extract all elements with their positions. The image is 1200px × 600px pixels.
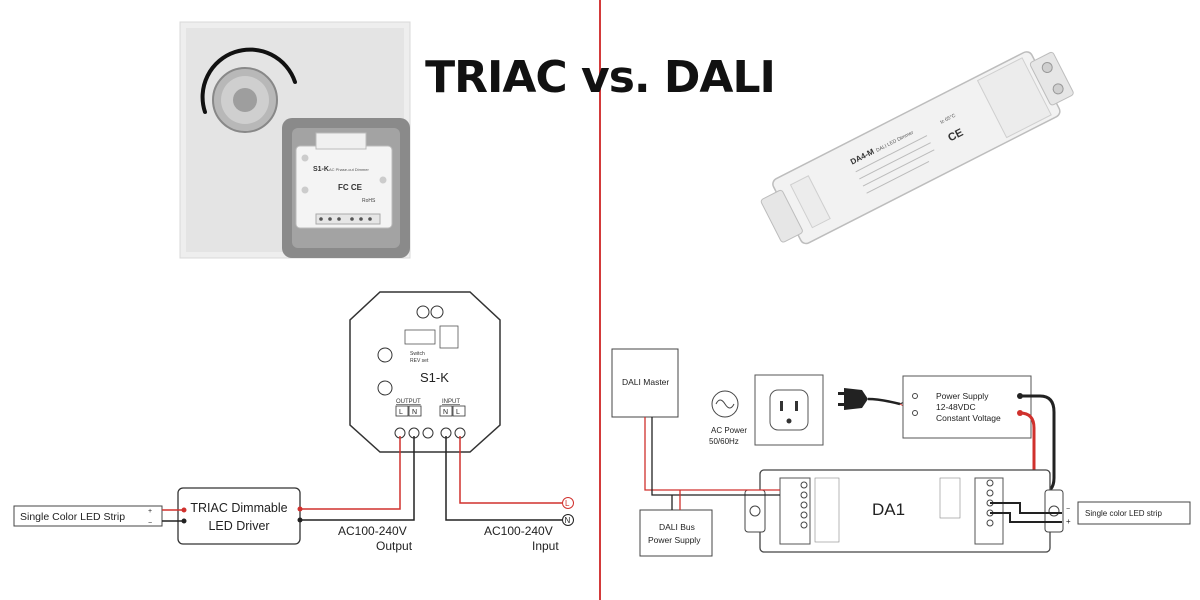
input-terminal-N: N [443,409,448,416]
module-model-text: S1-K [313,166,329,173]
triac-driver-box [177,487,301,545]
wire-strip-positive [990,512,1062,523]
output-group-label: OUTPUT [396,399,421,405]
triac-wiring-diagram: Switch REV set S1-K OUTPUT INPUT L N N L… [13,291,574,553]
dali-led-strip-box [1077,501,1191,525]
triac-product-photo: S1-K AC Phase-cut Dimmer FC CE RoHS [179,21,411,259]
da1-label: DA1 [872,500,905,519]
fcc-mark: FC CE [338,183,363,192]
input-group-label: INPUT [442,399,460,405]
driver-line-2: LED Driver [208,519,269,533]
power-supply-box [902,375,1032,439]
switch-sub-label: REV set [410,358,429,364]
psu-line-2: 12-48VDC [936,402,976,412]
psu-line-1: Power Supply [936,391,989,401]
bus-psu-line-1: DALI Bus [659,522,695,532]
psu-line-3: Constant Voltage [936,413,1001,423]
dali-product-photo: DA4-M DALI LED Dimmer CE tc 65°C [760,51,1074,245]
dali-strip-plus: + [1066,517,1071,526]
dimmer-arc-indicator [200,47,297,114]
ac-power-line-1: AC Power [711,426,747,435]
wire-output-N [300,436,415,521]
bus-psu-line-2: Power Supply [648,535,701,545]
led-strip-box [13,505,163,527]
svg-text:L: L [565,499,570,508]
module-subtitle-text: AC Phase-cut Dimmer [329,167,369,172]
wire-input-N [445,436,562,521]
rohs-mark: RoHS [362,198,376,204]
input-voltage-line-1: AC100-240V [484,524,553,538]
output-voltage-line-1: AC100-240V [338,524,407,538]
switch-label: Switch [410,351,425,357]
led-strip-label: Single Color LED Strip [20,511,125,523]
output-terminal-L: L [399,409,403,416]
driver-line-1: TRIAC Dimmable [190,501,287,515]
dali-master-label: DALI Master [622,377,669,387]
svg-text:N: N [565,516,571,525]
wire-output-L [300,436,401,510]
dali-bus-psu-box [639,509,713,557]
wire-strip-negative [990,502,1062,514]
live-marker [562,497,574,509]
dali-wiring-diagram: DALI Master AC Power 50/60Hz Power Suppl… [611,348,1191,557]
page-title: TRIAC vs. DALI [425,52,776,103]
strip-plus: + [148,508,152,515]
input-terminal-L: L [456,409,460,416]
input-voltage-line-2: Input [532,539,559,553]
s1k-diagram-label: S1-K [420,370,449,385]
wire-dali-bus-da [644,417,780,491]
ac-power-line-2: 50/60Hz [709,437,739,446]
dali-master-box [611,348,679,418]
wire-input-L [459,436,562,504]
output-terminal-N: N [412,409,417,416]
power-plug [838,388,913,412]
neutral-marker [562,514,574,526]
dali-strip-minus: − [1066,506,1070,513]
wire-dali-bus-db [651,417,780,496]
output-voltage-line-2: Output [376,539,413,553]
dali-led-strip-label: Single color LED strip [1085,509,1162,518]
strip-minus: − [148,520,152,527]
